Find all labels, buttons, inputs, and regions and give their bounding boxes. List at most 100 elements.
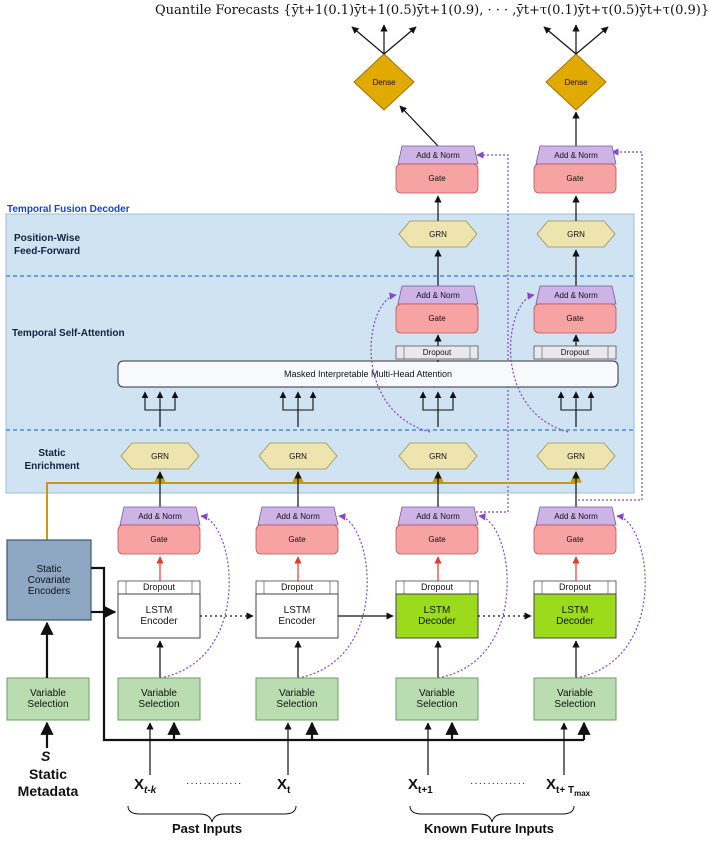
attention-skip-1 <box>370 292 431 433</box>
lstm-gate-block-1 <box>117 506 201 555</box>
input-subsubscript: max <box>574 789 591 798</box>
static-metadata-label: Static Metadata <box>17 766 79 799</box>
add-norm-block <box>397 285 479 305</box>
decoder-title: Temporal Fusion Decoder <box>7 204 130 215</box>
multi-head-attention-block <box>117 360 619 388</box>
variable-selection-label: Variable Selection <box>554 688 596 710</box>
input-subscript: t <box>287 785 291 796</box>
gate-block <box>395 163 479 194</box>
gate-block <box>533 524 617 555</box>
grn-label: GRN <box>429 451 447 461</box>
input-symbol: X <box>546 776 557 793</box>
static-context-line <box>46 482 576 540</box>
gate-label: Gate <box>288 535 306 544</box>
ffn-grn-1 <box>398 220 478 248</box>
static-covariate-encoder-block <box>6 539 92 621</box>
band-label-attention: Temporal Self-Attention <box>12 328 125 339</box>
lstm-gate-block-4 <box>533 506 617 555</box>
dense-node-2 <box>545 53 607 111</box>
variable-selection-1 <box>117 677 201 721</box>
dense-label: Dense <box>372 77 396 87</box>
input-x-t: Xt <box>277 776 290 796</box>
mha-label: Masked Interpretable Multi-Head Attentio… <box>283 368 453 379</box>
lstm-decoder-2 <box>533 580 617 639</box>
past-inputs-brace <box>127 805 297 823</box>
gate-block <box>395 303 479 334</box>
lstm-skip-1 <box>159 513 230 679</box>
variable-selection-label: Variable Selection <box>276 688 318 710</box>
dropout-label: Dropout <box>558 582 592 592</box>
static-encoder-label: Static Covariate Encoders <box>27 563 71 597</box>
dropout-label: Dropout <box>422 348 452 357</box>
lstm-block <box>533 593 617 639</box>
gate-label: Gate <box>566 314 584 323</box>
quantile-arrow <box>351 26 385 55</box>
variable-selection-label: Variable Selection <box>138 688 180 710</box>
add-norm-block <box>535 285 617 305</box>
static-context-to-selection <box>102 612 584 742</box>
lstm-gate-block-2 <box>255 506 339 555</box>
attention-dropout-2 <box>533 345 617 360</box>
grn-label: GRN <box>567 451 585 461</box>
add-norm-block <box>119 506 201 526</box>
gate-label: Gate <box>428 174 446 183</box>
gate-block <box>395 524 479 555</box>
lstm-gate-block-3 <box>395 506 479 555</box>
future-inputs-brace <box>409 805 575 823</box>
quantile-arrow <box>543 26 577 55</box>
lstm-encoder-label: LSTM Encoder <box>140 605 178 627</box>
ellipsis-future: ············· <box>470 778 527 789</box>
ellipsis-past: ············· <box>186 778 243 789</box>
enrichment-grn-3 <box>398 442 478 470</box>
gate-block <box>255 524 339 555</box>
add-norm-block <box>257 506 339 526</box>
lstm-encoder-label: LSTM Encoder <box>278 605 316 627</box>
add-norm-block <box>397 506 479 526</box>
dropout-label: Dropout <box>142 582 176 592</box>
attention-input-arrow <box>160 391 179 411</box>
dropout-label: Dropout <box>560 348 590 357</box>
variable-selection-static <box>6 677 90 721</box>
past-inputs-label: Past Inputs <box>172 821 243 836</box>
attention-skip-2 <box>509 292 569 433</box>
input-symbol: X <box>408 776 419 793</box>
band-label-enrichment: Static Enrichment <box>24 448 80 472</box>
input-subscript: t-k <box>144 785 157 796</box>
grn-label: GRN <box>289 451 307 461</box>
attention-input-arrow <box>298 391 317 411</box>
grn-label: GRN <box>429 229 447 239</box>
tft-architecture-diagram <box>5 24 646 823</box>
attention-dropout-1 <box>395 345 479 360</box>
skip-connection-long-2 <box>578 148 643 501</box>
lstm-block <box>255 593 339 639</box>
variable-selection-4 <box>533 677 617 721</box>
dropout-label: Dropout <box>420 582 454 592</box>
gate-block <box>117 524 201 555</box>
dense-label: Dense <box>564 77 588 87</box>
lstm-decoder-label: LSTM Decoder <box>418 605 456 627</box>
variable-selection-label: Variable Selection <box>416 688 458 710</box>
gate-label: Gate <box>566 174 584 183</box>
ffn-grn-2 <box>536 220 616 248</box>
quantile-arrow <box>575 26 609 55</box>
output-gate-block-2 <box>533 145 617 194</box>
add-norm-label: Add & Norm <box>554 511 598 521</box>
static-input-symbol: S <box>41 748 51 764</box>
add-norm-label: Add & Norm <box>416 150 460 160</box>
add-norm-label: Add & Norm <box>554 150 598 160</box>
quantile-forecasts-title: Quantile Forecasts {ȳt+1(0.1)ȳt+1(0.5)ȳt… <box>155 3 709 18</box>
variable-selection-2 <box>255 677 339 721</box>
grn-label: GRN <box>567 229 585 239</box>
lstm-block <box>117 593 201 639</box>
attention-gate-block-2 <box>533 285 617 334</box>
dropout-label: Dropout <box>280 582 314 592</box>
gate-label: Gate <box>566 535 584 544</box>
gate-block <box>533 303 617 334</box>
gate-label: Gate <box>428 535 446 544</box>
quantile-arrow <box>383 26 417 55</box>
input-subscript-text: t+ T <box>556 785 575 796</box>
lstm-skip-3 <box>437 513 508 679</box>
enrichment-grn-4 <box>536 442 616 470</box>
input-symbol: X <box>134 776 145 793</box>
output-gate-block-1 <box>395 145 479 194</box>
